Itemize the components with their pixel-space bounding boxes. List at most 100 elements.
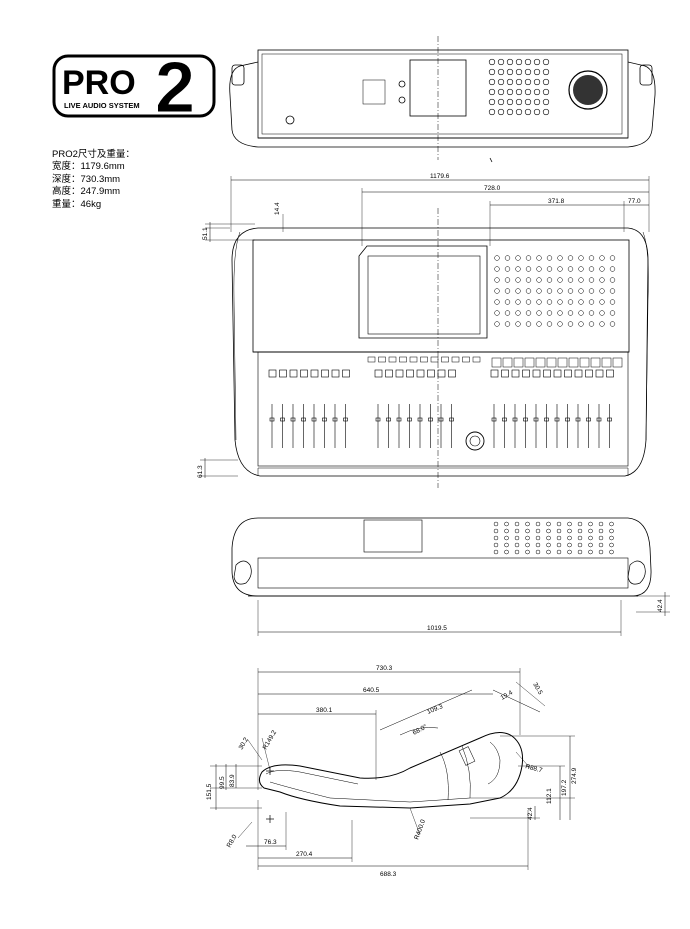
fader-cap <box>407 417 412 422</box>
panel-button <box>430 356 439 363</box>
fader-cap <box>575 417 581 422</box>
top-view <box>200 176 650 488</box>
channel-button <box>406 369 414 378</box>
panel-knob <box>536 299 542 305</box>
front-knob-rows <box>493 521 614 555</box>
panel-knob <box>578 277 584 283</box>
channel-button <box>511 369 520 378</box>
fader-cap <box>428 417 433 422</box>
front-knob <box>567 549 572 555</box>
panel-button <box>399 356 407 363</box>
panel-knob <box>494 277 500 283</box>
dim-83: 83.9 <box>229 774 236 787</box>
fader-cap <box>554 417 560 422</box>
panel-knob <box>525 255 532 261</box>
panel-knob <box>609 321 616 327</box>
panel-knob <box>546 299 553 305</box>
front-knob <box>504 528 509 534</box>
front-knob <box>577 521 583 527</box>
front-knob <box>493 521 499 527</box>
rear-jack <box>515 108 523 116</box>
front-knob <box>535 542 541 548</box>
panel-knob <box>546 277 553 283</box>
panel-button <box>441 356 449 363</box>
panel-button <box>535 357 546 368</box>
dim-688: 688.3 <box>380 871 397 878</box>
rear-jack <box>515 88 523 96</box>
front-knob <box>525 542 530 548</box>
dim-h274: 274.9 <box>571 767 578 784</box>
channel-button <box>574 369 583 378</box>
front-knob <box>546 535 551 541</box>
panel-knob <box>588 288 595 294</box>
panel-knob <box>599 299 605 305</box>
front-view <box>231 517 670 636</box>
panel-knob <box>536 310 542 316</box>
rear-view <box>229 36 656 163</box>
logo-brand: PRO <box>62 64 136 102</box>
front-knob <box>535 528 541 534</box>
panel-knob <box>578 288 584 294</box>
channel-button <box>427 369 435 378</box>
rear-jack <box>488 78 496 86</box>
panel-button <box>502 357 513 368</box>
panel-knob <box>599 288 605 294</box>
fader-cap <box>586 417 591 422</box>
panel-knob <box>609 310 616 316</box>
front-knob <box>577 549 583 555</box>
panel-knob <box>525 299 532 305</box>
front-knob <box>577 542 583 548</box>
panel-knob <box>536 321 542 327</box>
fader-cap <box>607 417 612 422</box>
panel-button <box>513 357 524 368</box>
front-knob <box>514 542 520 548</box>
channel-button <box>310 369 319 378</box>
fader-cap <box>417 417 423 422</box>
fader-cap <box>438 417 444 422</box>
fader-cap <box>449 417 454 422</box>
channel-button <box>279 369 287 378</box>
panel-button <box>568 357 579 368</box>
panel-knob <box>609 277 616 283</box>
front-knob <box>535 521 541 527</box>
front-knob <box>556 535 562 541</box>
panel-knob <box>494 299 500 305</box>
panel-knob <box>588 299 595 305</box>
panel-knob <box>515 299 521 305</box>
rear-jack <box>497 108 505 116</box>
panel-knob <box>588 266 595 272</box>
fader-cap <box>311 417 317 422</box>
spec-heading: PRO2尺寸及重量： <box>52 149 135 160</box>
front-knob <box>567 542 572 548</box>
front-knob <box>546 528 551 534</box>
channel-button <box>564 369 572 378</box>
panel-knob <box>557 321 563 327</box>
rear-jack <box>497 98 505 106</box>
front-knob <box>598 535 604 541</box>
channel-button <box>331 369 340 378</box>
front-knob <box>588 542 593 548</box>
panel-knob <box>578 299 584 305</box>
panel-knob <box>609 266 616 272</box>
channel-button <box>289 369 298 378</box>
fader-cap <box>596 417 602 422</box>
fader-cap <box>301 417 306 422</box>
panel-knob <box>504 299 511 305</box>
dim-r8: R8.0 <box>226 833 239 849</box>
panel-knob <box>567 255 574 261</box>
panel-button <box>367 356 376 363</box>
panel-knob <box>515 310 521 316</box>
panel-knob <box>567 277 574 283</box>
panel-knob <box>515 321 521 327</box>
panel-button <box>409 356 418 363</box>
panel-knob <box>609 255 616 261</box>
front-knob <box>493 542 499 548</box>
fader-cap <box>322 417 327 422</box>
dim-side-depth: 730.3 <box>376 665 393 672</box>
panel-button <box>524 357 535 368</box>
panel-button <box>601 357 612 368</box>
front-knob <box>577 535 583 541</box>
front-knob <box>504 535 509 541</box>
front-knob <box>609 535 614 541</box>
front-knob <box>546 521 551 527</box>
